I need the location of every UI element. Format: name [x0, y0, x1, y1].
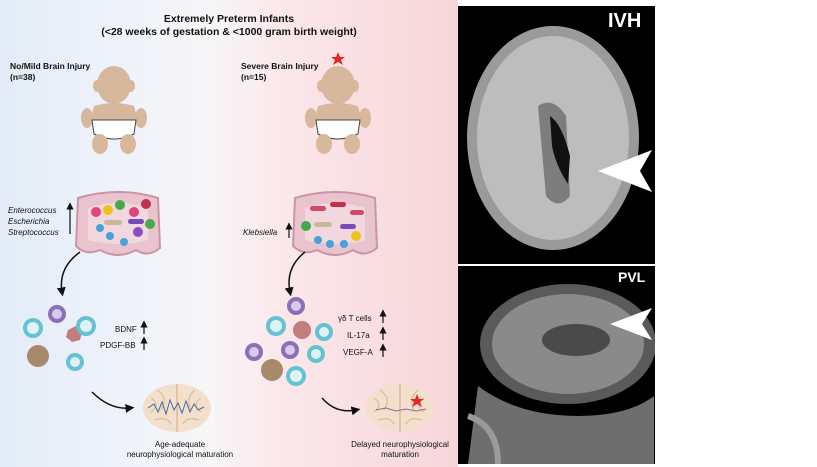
eeg-trace-right: [375, 407, 427, 412]
arrow-gut-to-immune-left: [56, 251, 81, 297]
left-taxon: Streptococcus: [8, 228, 59, 237]
immune-cells-left: [23, 305, 96, 371]
brain-left: [142, 383, 212, 433]
microbiota-right: [301, 202, 364, 248]
right-outcome-line2: maturation: [381, 450, 419, 459]
pvl-arrowhead-icon: [610, 308, 652, 340]
infant-left: [80, 65, 148, 155]
marker-increase-arrows: [140, 309, 387, 357]
graphical-abstract-panel: Extremely Preterm Infants (<28 weeks of …: [0, 0, 458, 467]
eeg-trace-left: [147, 398, 205, 416]
left-group-n: (n=38): [10, 72, 36, 82]
right-outcome-line1: Delayed neurophysiological: [351, 440, 449, 449]
arrow-to-brain-left: [91, 391, 135, 413]
header-subtitle: (<28 weeks of gestation & <1000 gram bir…: [101, 26, 357, 38]
header-title: Extremely Preterm Infants: [163, 13, 295, 25]
injury-star-icon: [410, 394, 424, 407]
right-group-n: (n=15): [241, 72, 267, 82]
ivh-mri-image: IVH: [458, 6, 655, 264]
right-taxon: Klebsiella: [243, 228, 278, 237]
ivh-label: IVH: [608, 10, 642, 32]
right-marker: γδ T cells: [338, 314, 372, 323]
pvl-sagittal-scan: [466, 284, 655, 464]
immune-cells-right: [245, 297, 333, 386]
arrow-to-brain-right: [321, 397, 361, 416]
left-outcome-line2: neurophysiological maturation: [126, 450, 234, 459]
arrow-gut-to-immune-right: [284, 251, 306, 297]
diagram-graphics: [23, 52, 435, 433]
left-taxon: Enterococcus: [8, 206, 57, 215]
right-marker: IL-17a: [347, 331, 370, 340]
left-group-label: No/Mild Brain Injury: [10, 61, 91, 71]
left-marker: PDGF-BB: [100, 341, 136, 350]
right-marker: VEGF-A: [343, 348, 373, 357]
left-outcome-line1: Age-adequate: [154, 440, 206, 449]
ivh-arrowhead-icon: [598, 150, 652, 192]
infant-right: [304, 65, 372, 155]
ivh-brain-scan: [467, 26, 639, 250]
left-taxon: Escherichia: [8, 217, 50, 226]
brain-right: [365, 383, 435, 433]
microbiota-left: [91, 199, 155, 246]
injury-star-icon: [331, 52, 345, 65]
right-group-label: Severe Brain Injury: [241, 61, 319, 71]
pvl-label: PVL: [618, 269, 646, 285]
pvl-mri-image: PVL: [458, 266, 655, 464]
left-marker: BDNF: [115, 325, 137, 334]
